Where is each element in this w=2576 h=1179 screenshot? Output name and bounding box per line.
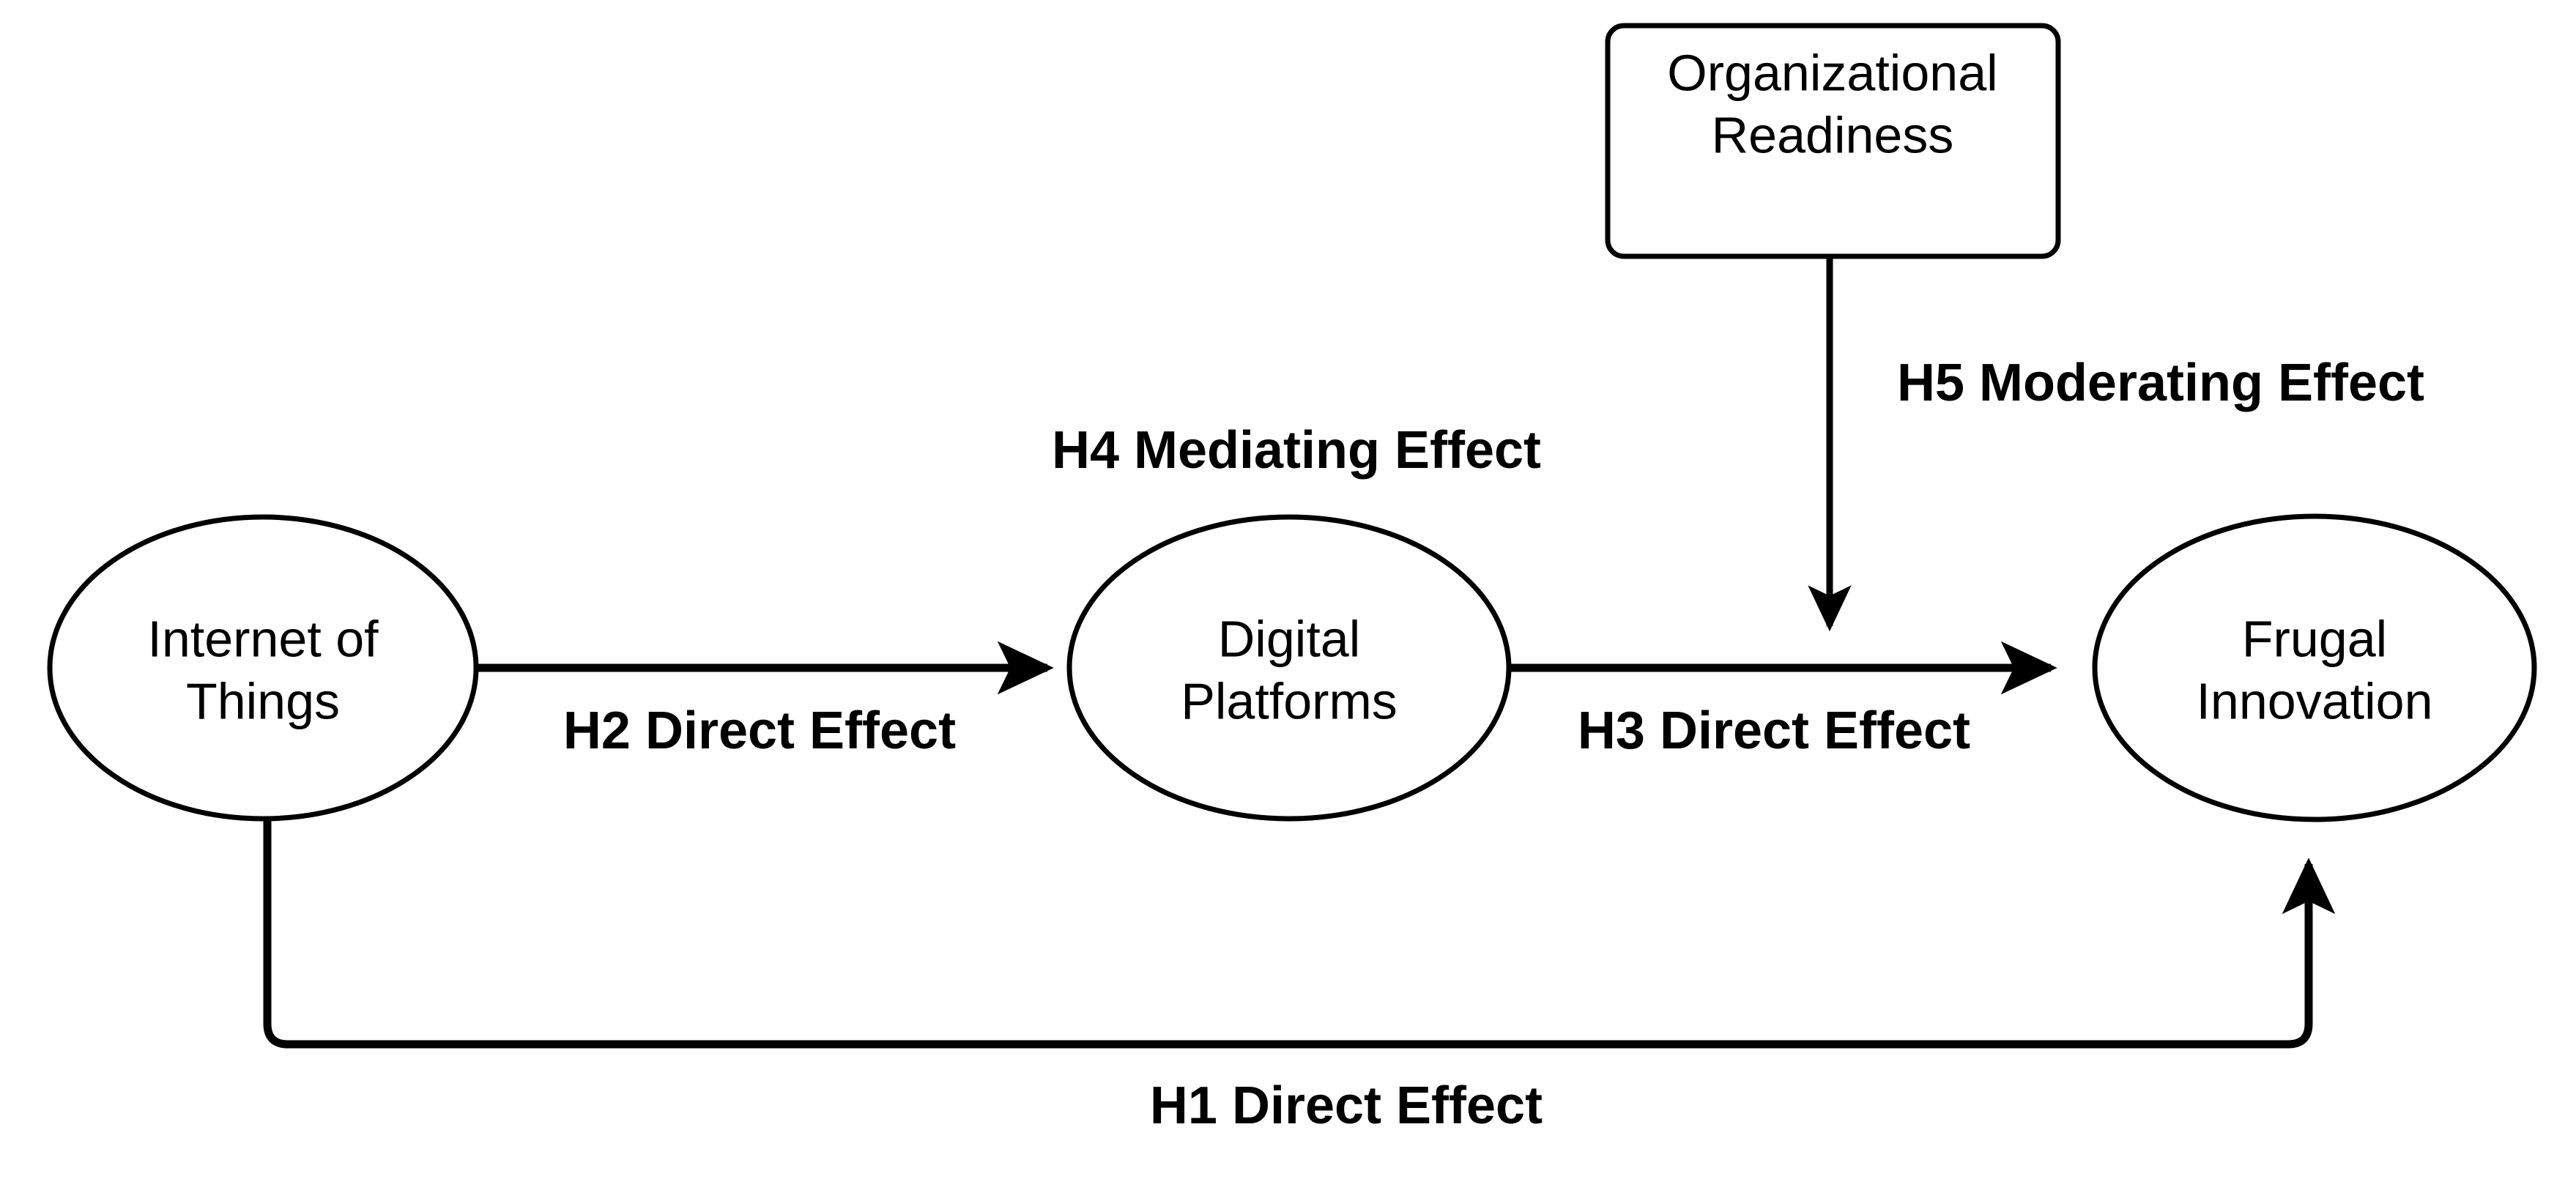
node-frugal-innovation[interactable]: Frugal Innovation xyxy=(2092,513,2537,822)
internet-of-things-label-line2: Things xyxy=(186,672,340,729)
organizational-readiness-label-line2: Readiness xyxy=(1712,106,1954,163)
node-organizational-readiness[interactable]: Organizational Readiness xyxy=(1605,23,2061,259)
digital-platforms-ellipse[interactable] xyxy=(1066,514,1512,822)
edge-label-h3-direct-effect: H3 Direct Effect xyxy=(1578,702,1970,760)
edge-label-h1-direct-effect: H1 Direct Effect xyxy=(1150,1076,1543,1135)
internet-of-things-ellipse[interactable] xyxy=(47,514,479,822)
edge-h1-direct-effect xyxy=(263,817,2336,1049)
frugal-innovation-label-line2: Innovation xyxy=(2196,672,2432,729)
digital-platforms-label-line1: Digital xyxy=(1218,610,1361,667)
internet-of-things-label-line1: Internet of xyxy=(147,610,379,667)
frugal-innovation-ellipse[interactable] xyxy=(2092,513,2537,822)
organizational-readiness-label-line1: Organizational xyxy=(1667,44,1997,101)
node-digital-platforms[interactable]: Digital Platforms xyxy=(1066,514,1512,822)
h1-connector-line xyxy=(263,817,2336,1049)
frugal-innovation-label-line1: Frugal xyxy=(2242,610,2387,667)
node-internet-of-things[interactable]: Internet of Things xyxy=(47,514,479,822)
organizational-readiness-box[interactable] xyxy=(1605,23,2061,259)
edge-label-h2-direct-effect: H2 Direct Effect xyxy=(563,702,956,760)
edge-label-h4-mediating-effect: H4 Mediating Effect xyxy=(1052,421,1541,480)
edge-label-h5-moderating-effect: H5 Moderating Effect xyxy=(1897,354,2424,412)
digital-platforms-label-line2: Platforms xyxy=(1181,672,1398,729)
